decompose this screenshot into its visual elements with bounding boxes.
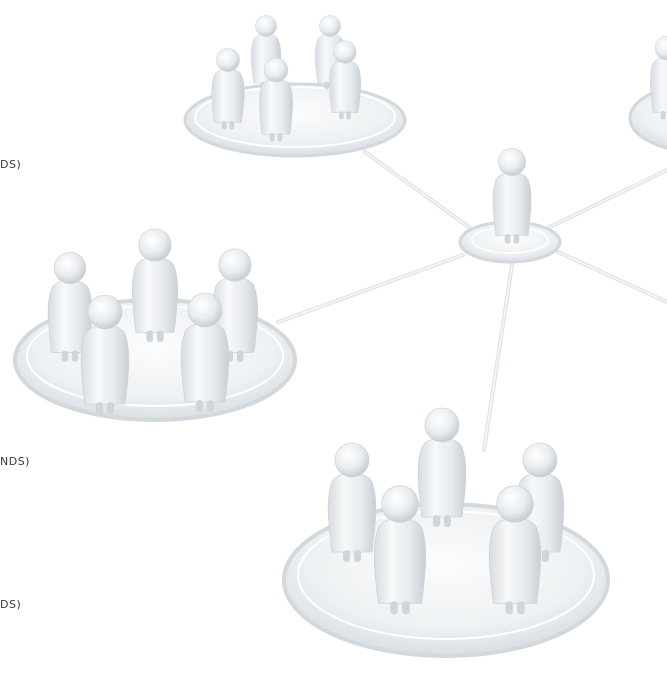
side-label-3: DS) — [0, 598, 22, 611]
center-hub — [458, 147, 562, 264]
side-label-2: NDS) — [0, 455, 30, 468]
left-group — [13, 228, 297, 422]
side-label-1: DS) — [0, 158, 22, 171]
right-edge-group — [628, 35, 667, 150]
top-group — [183, 15, 407, 158]
bottom-group — [282, 407, 610, 658]
